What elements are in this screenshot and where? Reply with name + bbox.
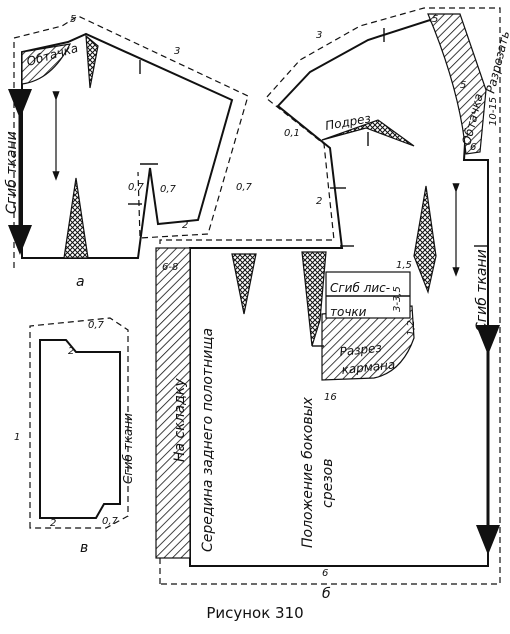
- measure-a-07-left: 0,7: [128, 182, 145, 193]
- measure-b-1015: 10-15: [488, 97, 499, 126]
- measure-b-6-bottom: 6: [322, 568, 328, 579]
- fold-label-a: Сгиб ткани: [4, 131, 20, 214]
- on-fold-label: На складку: [172, 378, 188, 462]
- piece-a-facing: [21, 43, 72, 85]
- piece-v: 0,7 2 1 2 0,7 Сгиб ткани в: [14, 317, 135, 556]
- figure-caption: Рисунок 310: [206, 604, 303, 622]
- measure-a-07-right: 0,7: [236, 182, 253, 193]
- measure-a-2: 2: [182, 220, 188, 231]
- measure-a-07-mid: 0,7: [160, 184, 177, 195]
- measure-b-12: 1,2: [406, 320, 417, 336]
- measure-b-5-facing: 5: [460, 80, 466, 91]
- measure-b-2: 2: [316, 196, 322, 207]
- welt-fold-line1: Сгиб лис-: [330, 281, 390, 295]
- welt-box: [325, 271, 411, 319]
- part-label-b: б: [322, 586, 331, 602]
- piece-b-outline: [189, 18, 489, 567]
- measure-b-5-top: 5: [432, 14, 438, 25]
- measure-b-6-top: 6: [470, 142, 476, 153]
- measure-b-335: 3-3,5: [392, 286, 403, 312]
- side-seams-line2: срезов: [320, 459, 336, 508]
- piece-b-seam-allowance: [159, 7, 501, 585]
- measure-v-07-bottom: 0,7: [102, 516, 119, 527]
- measure-b-16: 16: [324, 392, 337, 403]
- piece-a-waist-dart: [63, 177, 89, 259]
- pocket-hatch: [321, 305, 415, 381]
- measure-b-68: 6-8: [162, 262, 178, 273]
- measure-b-01: 0,1: [284, 128, 300, 139]
- measure-b-3: 3: [316, 30, 322, 41]
- piece-v-outline: [39, 339, 121, 519]
- measure-b-15: 1,5: [396, 260, 412, 271]
- side-seams-line1: Положение боковых: [300, 396, 316, 548]
- part-label-a: а: [76, 274, 85, 290]
- fold-label-b: Сгиб ткани: [474, 249, 490, 332]
- pocket-cut-line1: Разрез: [339, 341, 383, 359]
- piece-b-facing: [427, 13, 487, 155]
- podrez-dart: [321, 119, 415, 147]
- part-label-v: в: [80, 540, 88, 556]
- razrezat-label: Разрезать: [483, 29, 510, 94]
- piece-a-shoulder-dart: [85, 34, 99, 89]
- back-dart-right: [413, 185, 437, 295]
- measure-a-5: 5: [70, 14, 76, 25]
- pocket-cut-line2: кармана: [341, 357, 396, 377]
- back-center-label: Середина заднего полотнища: [200, 328, 216, 552]
- podrez-label: Подрез: [324, 111, 372, 133]
- fold-label-v: Сгиб ткани: [121, 413, 135, 484]
- side-dart: [301, 251, 327, 347]
- back-dart-left: [231, 253, 257, 315]
- piece-a-outline: [21, 32, 234, 259]
- piece-b: 3 5 5 0,1 2 6 10-15 1,5 3-3,5 1,2 6-8 16…: [155, 7, 510, 602]
- welt-fold-line2: точки: [330, 305, 367, 319]
- measure-a-3: 3: [174, 46, 180, 57]
- piece-a-seam-allowance: [13, 15, 249, 268]
- measure-v-07-top: 0,7: [88, 320, 105, 331]
- piece-v-seam-allowance: [29, 317, 129, 529]
- on-fold-hatch: [155, 247, 191, 559]
- measure-v-2-bottom: 2: [50, 518, 56, 529]
- measure-v-1: 1: [14, 432, 20, 443]
- measure-v-2-top: 2: [68, 346, 74, 357]
- piece-a: Обтачка Сгиб ткани 5 3 0,7 0,7 0,7 2 а: [4, 14, 253, 290]
